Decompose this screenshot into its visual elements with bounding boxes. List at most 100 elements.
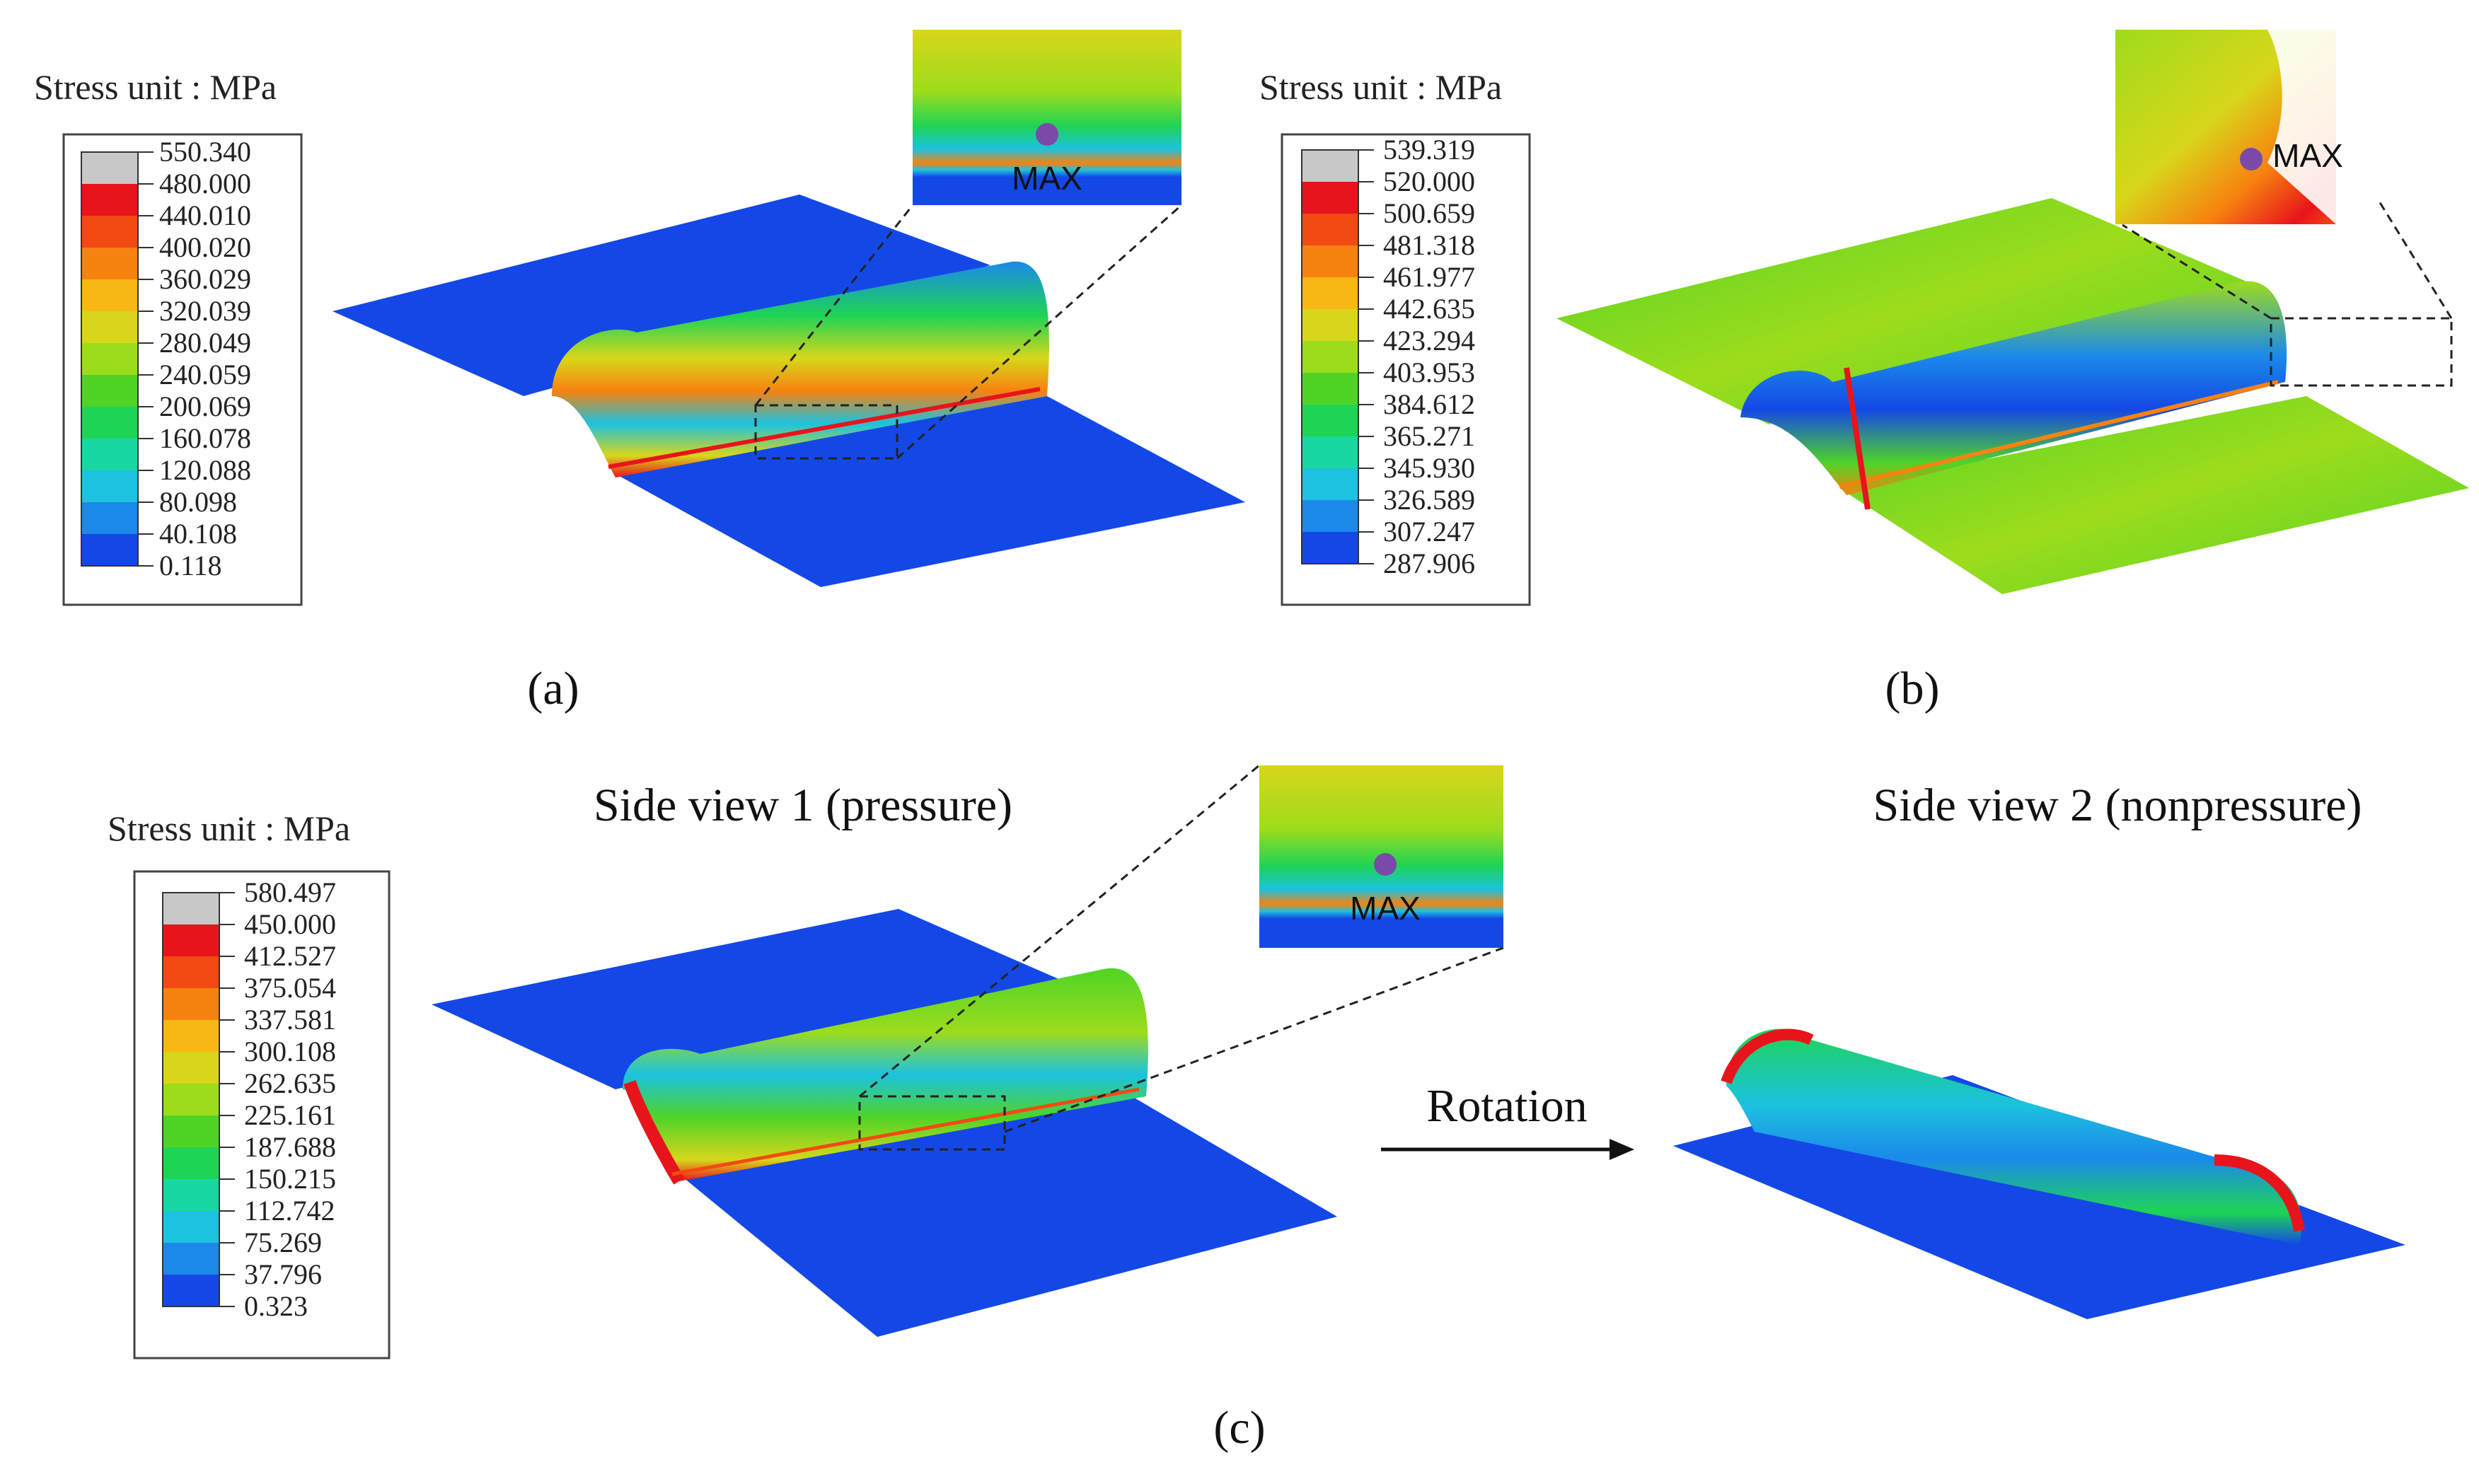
legend-band	[81, 407, 138, 439]
legend-color-bar-a: 550.340480.000440.010400.020360.029320.0…	[81, 136, 251, 581]
ridge-hot-end-c2-left	[1721, 1028, 1814, 1084]
legend-value-label: 580.497	[244, 876, 336, 908]
legend-band	[81, 311, 138, 343]
legend-value-label: 461.977	[1383, 261, 1475, 293]
legend-band	[163, 1211, 219, 1243]
ridge-surface-a	[552, 261, 1049, 477]
max-marker-a	[1036, 123, 1058, 146]
legend-value-label: 326.589	[1383, 484, 1475, 516]
legend-band	[1302, 468, 1358, 500]
zoom-inset-a	[913, 30, 1181, 205]
legend-value-label: 150.215	[244, 1163, 336, 1195]
legend-title-c: Stress unit : MPa	[108, 808, 350, 848]
max-region-box-a	[754, 404, 898, 460]
legend-band	[1302, 182, 1358, 214]
legend-value-label: 440.010	[159, 199, 251, 231]
callout-line-b1	[2122, 224, 2272, 320]
max-label-b: MAX	[2272, 137, 2343, 174]
legend-band	[81, 152, 138, 184]
legend-band	[81, 216, 138, 248]
legend-band	[163, 1275, 219, 1306]
legend-value-label: 550.340	[159, 136, 251, 168]
legend-value-label: 75.269	[244, 1227, 322, 1258]
view1-title: Side view 1 (pressure)	[594, 779, 1012, 831]
panel-label-c: (c)	[1213, 1402, 1265, 1454]
legend-band	[1302, 245, 1358, 277]
legend-band	[163, 893, 219, 924]
legend-value-label: 423.294	[1383, 325, 1475, 356]
legend-title-b: Stress unit : MPa	[1259, 67, 1502, 107]
rotation-label: Rotation	[1426, 1080, 1587, 1132]
panel-label-a: (a)	[527, 663, 579, 714]
legend-title-a: Stress unit : MPa	[34, 67, 277, 107]
max-label-c: MAX	[1350, 890, 1421, 927]
legend-color-bar-b: 539.319520.000500.659481.318461.977442.6…	[1301, 134, 1475, 579]
legend-band	[81, 343, 138, 375]
panel-c: Stress unit : MPa 580.497450.000412.5273…	[108, 764, 2405, 1454]
legend-value-label: 480.000	[159, 168, 251, 199]
legend-band	[163, 1243, 219, 1275]
legend-band	[163, 1115, 219, 1147]
legend-band	[1302, 532, 1358, 564]
legend-bar-frame	[81, 151, 139, 567]
legend-value-label: 200.069	[159, 390, 251, 422]
legend-band	[1302, 309, 1358, 341]
legend-color-bar-c: 580.497450.000412.527375.054337.581300.1…	[162, 876, 336, 1322]
legend-value-label: 0.323	[244, 1290, 308, 1322]
panel-a: Stress unit : MPa 550.340480.000440.0104…	[34, 30, 1245, 714]
legend-band	[81, 439, 138, 470]
legend-band	[1302, 405, 1358, 436]
plate-back-a	[333, 195, 990, 396]
legend-value-label: 262.635	[244, 1067, 336, 1099]
legend-bar-frame	[1301, 149, 1359, 564]
legend-value-label: 375.054	[244, 972, 336, 1004]
legend-band	[1302, 373, 1358, 405]
legend-value-label: 160.078	[159, 422, 251, 454]
legend-band	[163, 924, 219, 956]
panel-b: Stress unit : MPa 539.319520.000500.6594…	[1259, 30, 2469, 714]
rotation-arrow-head	[1610, 1139, 1634, 1160]
callout-line-b2	[2376, 197, 2453, 319]
callout-line-a2	[896, 204, 1182, 460]
legend-value-label: 80.098	[159, 486, 237, 518]
legend-band	[1302, 277, 1358, 309]
legend-value-label: 112.742	[244, 1195, 335, 1227]
legend-band	[81, 248, 138, 279]
legend-band	[81, 502, 138, 534]
legend-value-label: 442.635	[1383, 293, 1475, 325]
legend-value-label: 320.039	[159, 295, 251, 327]
ridge-root-line-b	[1839, 380, 2279, 489]
legend-value-label: 300.108	[244, 1036, 336, 1067]
legend-value-label: 500.659	[1383, 197, 1475, 229]
legend-band	[81, 279, 138, 311]
zoom-inset-b-void	[2267, 30, 2336, 224]
legend-band	[163, 1147, 219, 1179]
legend-value-label: 360.029	[159, 263, 251, 295]
legend-value-label: 0.118	[159, 550, 222, 581]
legend-value-label: 225.161	[244, 1099, 336, 1131]
legend-value-label: 187.688	[244, 1131, 336, 1163]
max-marker-c	[1374, 853, 1397, 876]
ridge-hot-edge-c1	[623, 1080, 685, 1185]
legend-value-label: 287.906	[1383, 547, 1475, 579]
legend-value-label: 345.930	[1383, 452, 1475, 484]
max-region-box-c	[858, 1095, 1006, 1151]
legend-band	[163, 1052, 219, 1084]
ridge-root-line-a	[608, 387, 1041, 469]
legend-value-label: 365.271	[1383, 420, 1475, 452]
legend-band	[163, 1179, 219, 1211]
legend-band	[81, 534, 138, 566]
callout-line-c2	[1004, 946, 1504, 1133]
legend-band	[1302, 500, 1358, 532]
ridge-surface-b	[1740, 281, 2287, 495]
callout-line-c1	[859, 764, 1260, 1098]
legend-value-label: 539.319	[1383, 134, 1475, 166]
ridge-edge-b	[1844, 367, 1871, 510]
legend-value-label: 280.049	[159, 327, 251, 359]
max-region-box-b	[2270, 317, 2453, 387]
plate-front-c1	[679, 1096, 1337, 1337]
legend-band	[163, 1084, 219, 1115]
max-label-a: MAX	[1012, 160, 1082, 197]
legend-band	[1302, 436, 1358, 468]
